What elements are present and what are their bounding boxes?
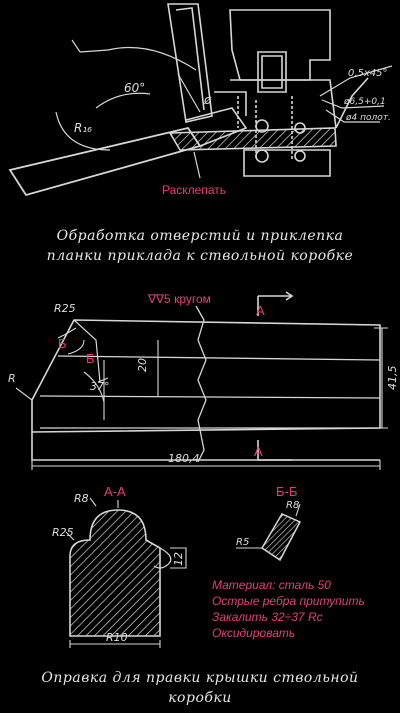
surface-mark-label: ∇∇5 кругом: [147, 292, 211, 306]
top-assembly-drawing: [8, 3, 393, 197]
radius-top-label: R25: [54, 302, 76, 315]
section-bb-drawing: [236, 503, 302, 562]
caption-bottom-line-2: коробки: [168, 690, 232, 706]
aa-dim-width: R10: [106, 631, 128, 644]
note-hardening: Закалить 32÷37 Rc: [212, 610, 323, 624]
caption-top-line-1: Обработка отверстий и приклепка: [56, 228, 344, 244]
aa-radius-top: R8: [74, 492, 89, 505]
dim-small-label: 20: [136, 358, 149, 372]
bb-dim-left: R5: [236, 537, 249, 548]
dim-length-label: 180,4: [168, 452, 200, 465]
section-b-upper: Б: [58, 336, 67, 351]
bb-dim-top: R8: [286, 500, 299, 511]
radius-label: R₁₆: [74, 121, 92, 135]
chamfer-label: 0,5x45°: [348, 68, 388, 79]
caption-top: Обработка отверстий и приклепка планки п…: [0, 226, 400, 266]
section-a-lower: А: [254, 444, 263, 459]
section-b-lower: Б: [86, 351, 95, 366]
dim-height-label: 41,5: [386, 366, 399, 391]
section-bb-title: Б-Б: [276, 484, 297, 499]
aa-dim-right: 12: [172, 552, 185, 566]
caption-bottom-line-1: Оправка для правки крышки ствольной: [41, 670, 359, 686]
caption-top-line-2: планки приклада к ствольной коробке: [46, 248, 354, 264]
angle-upper-label: 60°: [124, 81, 145, 95]
label-rasklepat: Расклепать: [162, 183, 226, 197]
radius-left-label: R: [8, 372, 16, 385]
note-oxidize: Оксидировать: [212, 626, 296, 640]
section-aa-drawing: [65, 497, 187, 648]
angle-mid-label: ø: [203, 93, 212, 107]
plan-view-drawing: [15, 291, 388, 470]
section-a-upper: А: [256, 303, 265, 318]
angle-label: 37°: [90, 380, 110, 393]
aa-radius-side: R25: [52, 526, 74, 539]
note-edges: Острые ребра притупить: [212, 594, 365, 608]
caption-bottom: Оправка для правки крышки ствольной коро…: [0, 668, 400, 708]
note-material: Материал: сталь 50: [212, 578, 331, 592]
hole-dim-b: ø4 полот.: [345, 113, 391, 123]
section-aa-title: А-А: [104, 484, 126, 499]
hole-dim-a: ø6,5+0,1: [343, 97, 386, 107]
material-notes: Материал: сталь 50 Острые ребра притупит…: [212, 577, 365, 641]
